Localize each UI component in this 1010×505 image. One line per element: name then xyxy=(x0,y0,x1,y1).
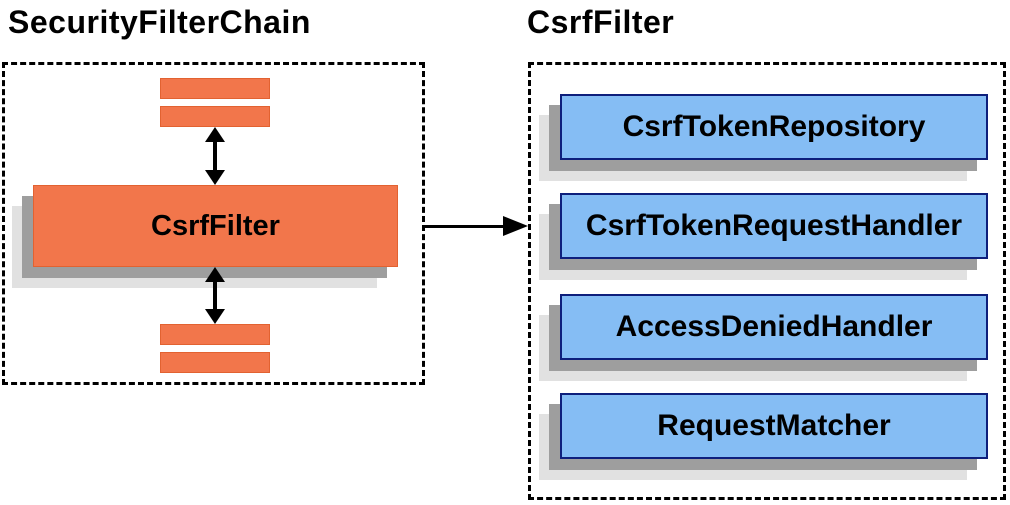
security-filter-chain-container xyxy=(2,62,425,385)
connector-arrow xyxy=(423,216,528,237)
arrow-down-head-icon xyxy=(205,309,225,324)
component-box-request-matcher: RequestMatcher xyxy=(539,393,988,480)
arrow-down-head-icon xyxy=(205,170,225,185)
arrow-up-head-icon xyxy=(205,267,225,282)
component-box-label: RequestMatcher xyxy=(560,393,988,459)
component-box-csrf-token-request-handler: CsrfTokenRequestHandler xyxy=(539,193,988,280)
component-box-label: AccessDeniedHandler xyxy=(560,294,988,360)
arrow-shaft xyxy=(213,137,217,175)
arrow-shaft xyxy=(213,277,217,314)
csrf-filter-box: CsrfFilter xyxy=(12,185,398,288)
bidirectional-arrow xyxy=(205,267,225,324)
filter-chain-bar xyxy=(160,78,270,99)
filter-chain-bar xyxy=(160,352,270,373)
csrf-filter-title: CsrfFilter xyxy=(527,4,675,40)
csrf-filter-container xyxy=(528,62,1006,500)
security-filter-chain-title: SecurityFilterChain xyxy=(8,4,311,40)
bidirectional-arrow xyxy=(205,127,225,185)
filter-chain-bar xyxy=(160,106,270,127)
component-box-label: CsrfTokenRequestHandler xyxy=(560,193,988,259)
component-box-label: CsrfTokenRepository xyxy=(560,94,988,160)
csrf-filter-box-label: CsrfFilter xyxy=(33,185,398,267)
arrow-up-head-icon xyxy=(205,127,225,142)
filter-chain-bar xyxy=(160,324,270,345)
arrow-right-head-icon xyxy=(503,216,528,236)
component-box-access-denied-handler: AccessDeniedHandler xyxy=(539,294,988,381)
arrow-shaft xyxy=(423,225,508,228)
component-box-csrf-token-repository: CsrfTokenRepository xyxy=(539,94,988,181)
